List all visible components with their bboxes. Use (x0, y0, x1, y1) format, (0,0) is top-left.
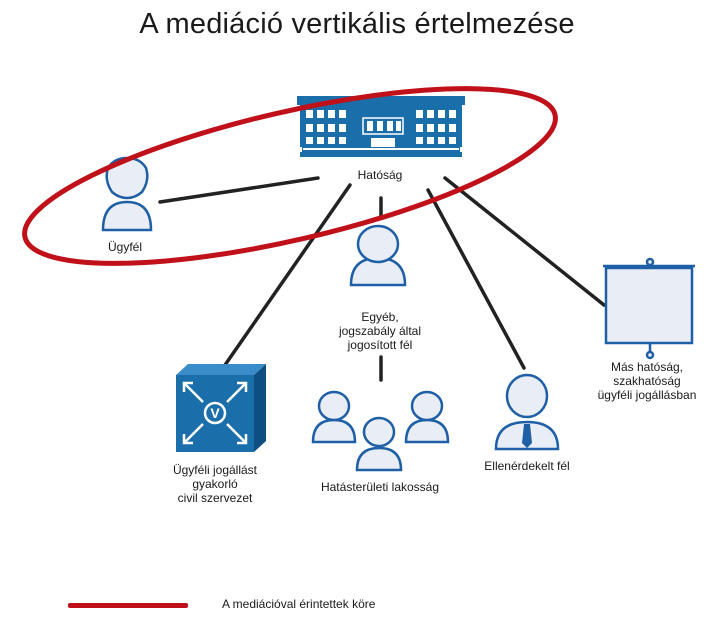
mediation-circle (22, 86, 558, 266)
civil-organization-cube-icon: V (176, 364, 266, 452)
label-other-authority: Más hatóság, szakhatóság ügyféli jogállá… (597, 360, 697, 402)
label-civil-org: Ügyféli jogállást gyakorló civil szervez… (172, 463, 258, 505)
connector-client (158, 176, 320, 204)
person-icon (349, 224, 407, 287)
connector-opposing (426, 188, 526, 370)
connectors (158, 176, 606, 382)
diagram-title: A mediáció vertikális értelmezése (139, 8, 575, 40)
projection-screen-icon (603, 257, 695, 360)
group-icon (311, 390, 450, 472)
legend-swatch (68, 603, 188, 608)
label-other-party: Egyéb, jogszabály által jogosított fél (338, 310, 422, 352)
building-icon (297, 96, 465, 157)
female-person-icon (101, 156, 153, 232)
label-residents: Hatásterületi lakosság (320, 480, 440, 494)
connector-other-authority (443, 176, 606, 307)
svg-text:V: V (210, 405, 220, 421)
label-opposing-party: Ellenérdekelt fél (484, 459, 570, 473)
label-authority: Hatóság (357, 168, 403, 182)
businessman-icon (494, 373, 560, 451)
connector-civil-org (223, 183, 352, 367)
label-client: Ügyfél (107, 240, 142, 254)
legend-label: A mediációval érintettek köre (222, 597, 376, 611)
